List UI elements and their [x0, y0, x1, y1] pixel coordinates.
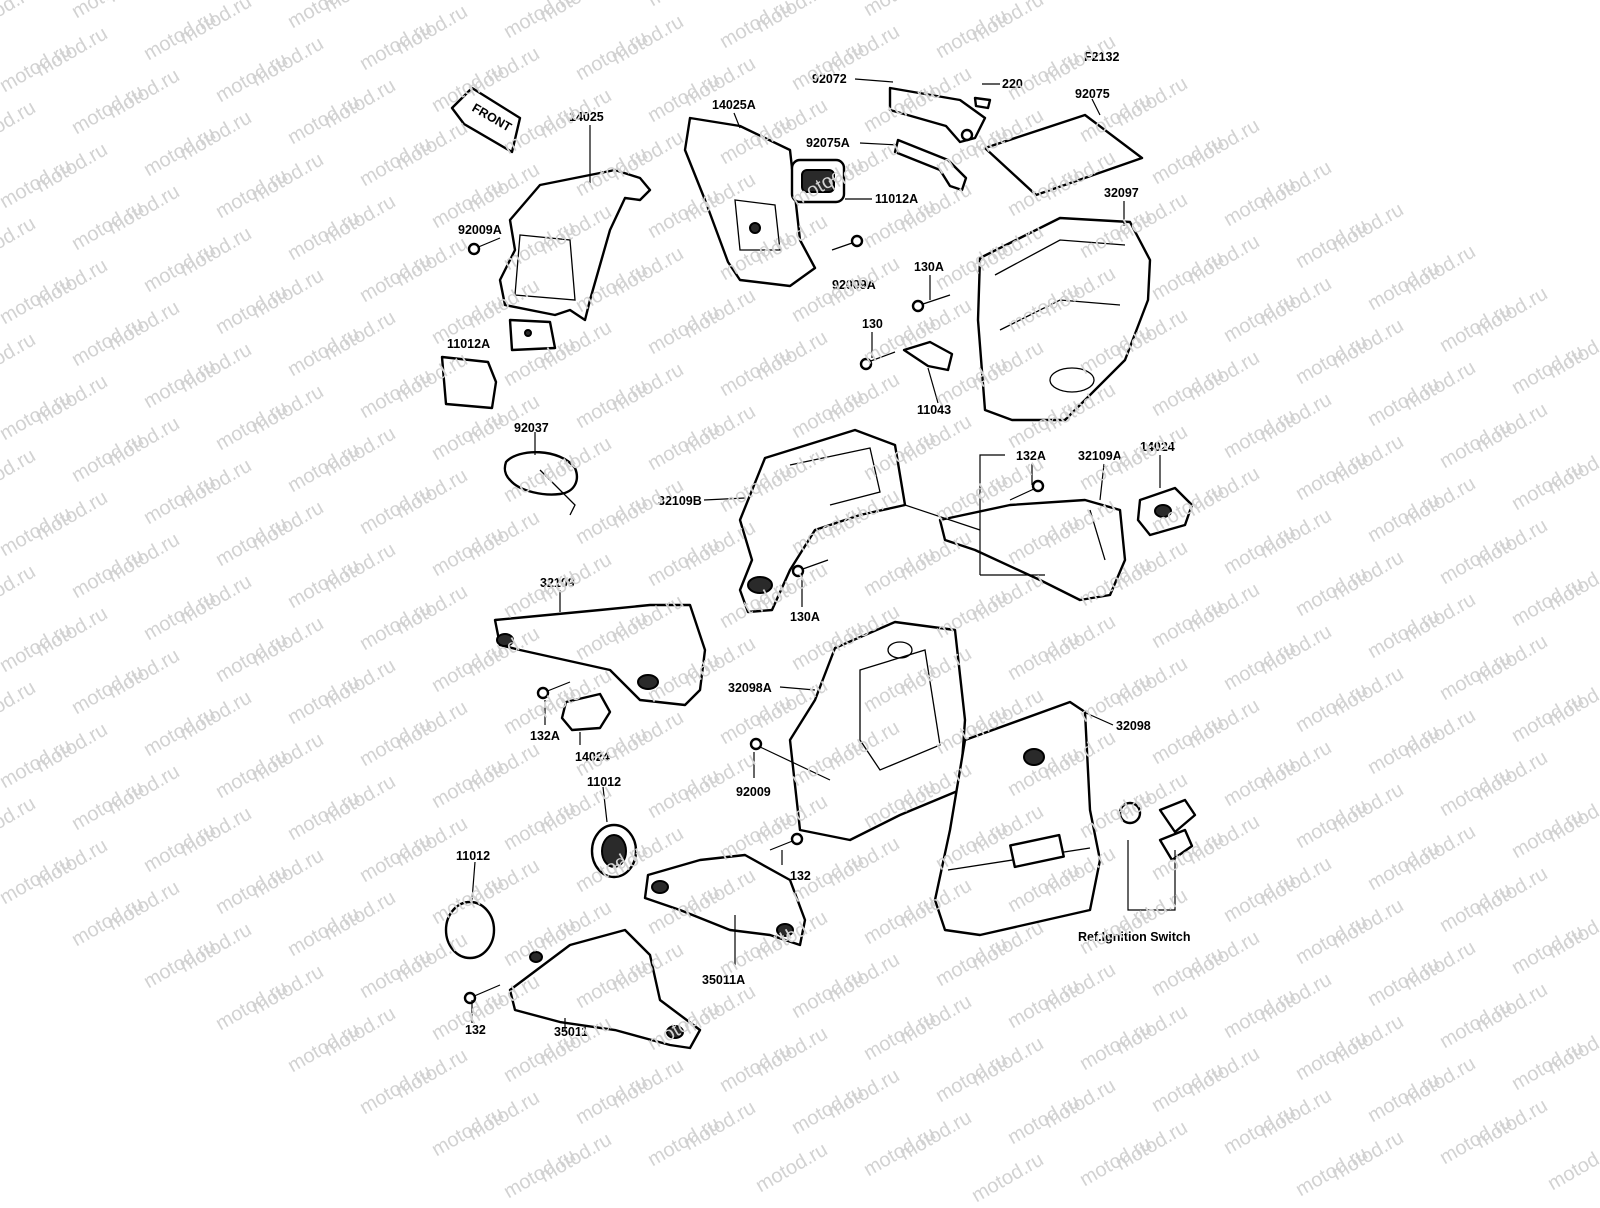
bolt-132-mid	[769, 832, 804, 851]
label-14025: 14025	[569, 110, 604, 124]
ref-ignition-switch-note: Ref.Ignition Switch	[1078, 930, 1191, 944]
label-130A-top: 130A	[914, 260, 944, 274]
bolt-130A-top	[911, 294, 951, 313]
side-cover-14025A	[683, 116, 817, 288]
bolt-130A-bottom	[791, 559, 829, 578]
bracket-35011	[508, 928, 702, 1050]
label-32109A: 32109A	[1078, 449, 1122, 463]
bracket-35011A	[643, 853, 807, 947]
figure-code: F2132	[1084, 50, 1119, 64]
label-92009A-left: 92009A	[458, 223, 502, 237]
bolt-92009A-left	[467, 237, 501, 256]
label-132-bottom: 132	[465, 1023, 486, 1037]
label-11012A-left: 11012A	[447, 337, 490, 351]
leader-lines	[471, 78, 1176, 1030]
side-cover-left	[498, 168, 652, 352]
pad-92075	[983, 113, 1144, 197]
label-32098A: 32098A	[728, 681, 772, 695]
label-92072: 92072	[812, 72, 847, 86]
label-130: 130	[862, 317, 883, 331]
battery-box-32097	[976, 216, 1152, 422]
bracket-92072	[888, 86, 992, 144]
trunk-lid-32098	[933, 700, 1102, 937]
bracket-11043	[902, 340, 954, 372]
label-11012-mid: 11012	[587, 775, 621, 789]
label-92037: 92037	[514, 421, 549, 435]
cap-11012-left	[444, 900, 496, 960]
label-11012-left: 11012	[456, 849, 490, 863]
label-32109B: 32109B	[658, 494, 702, 508]
label-92075A: 92075A	[806, 136, 850, 150]
bolt-132-bottom	[463, 984, 501, 1005]
label-11043: 11043	[917, 403, 951, 417]
label-92075: 92075	[1075, 87, 1110, 101]
trunk-box-32098A	[788, 620, 967, 842]
grommet-11012A-top	[790, 158, 846, 204]
grommet-11012-mid	[590, 823, 638, 879]
rail-32109	[493, 603, 707, 707]
bracket-92075A	[893, 138, 968, 192]
label-130A-bottom: 130A	[790, 610, 820, 624]
grab-rail-32109B	[738, 428, 907, 614]
bolt-132A-right	[1009, 479, 1045, 501]
label-132-mid: 132	[790, 869, 811, 883]
label-132A-right: 132A	[1016, 449, 1046, 463]
front-arrow-icon: FRONT	[450, 86, 522, 154]
bolt-92009	[749, 737, 831, 781]
label-92009: 92009	[736, 785, 771, 799]
label-35011: 35011	[554, 1025, 588, 1039]
clamp-92037	[503, 451, 579, 516]
bolt-132A-left	[536, 681, 571, 700]
cap-14024-left	[560, 692, 612, 732]
label-11012A-top: 11012A	[875, 192, 918, 206]
cap-11012A-left	[440, 355, 498, 410]
bolt-130	[859, 351, 896, 371]
label-14025A: 14025A	[712, 98, 756, 112]
label-92009A-mid: 92009A	[832, 278, 876, 292]
cap-14024-right	[1136, 486, 1194, 537]
label-35011A: 35011A	[702, 973, 745, 987]
bolt-92009A-mid	[831, 234, 864, 251]
label-14024-left: 14024	[575, 750, 610, 764]
label-132A-left: 132A	[530, 729, 560, 743]
key-lock-icon	[1118, 798, 1197, 862]
label-32097: 32097	[1104, 186, 1139, 200]
label-14024-right: 14024	[1140, 440, 1175, 454]
label-220: 220	[1002, 77, 1023, 91]
label-32098: 32098	[1116, 719, 1151, 733]
label-32109: 32109	[540, 576, 575, 590]
rail-32109A	[938, 498, 1127, 602]
